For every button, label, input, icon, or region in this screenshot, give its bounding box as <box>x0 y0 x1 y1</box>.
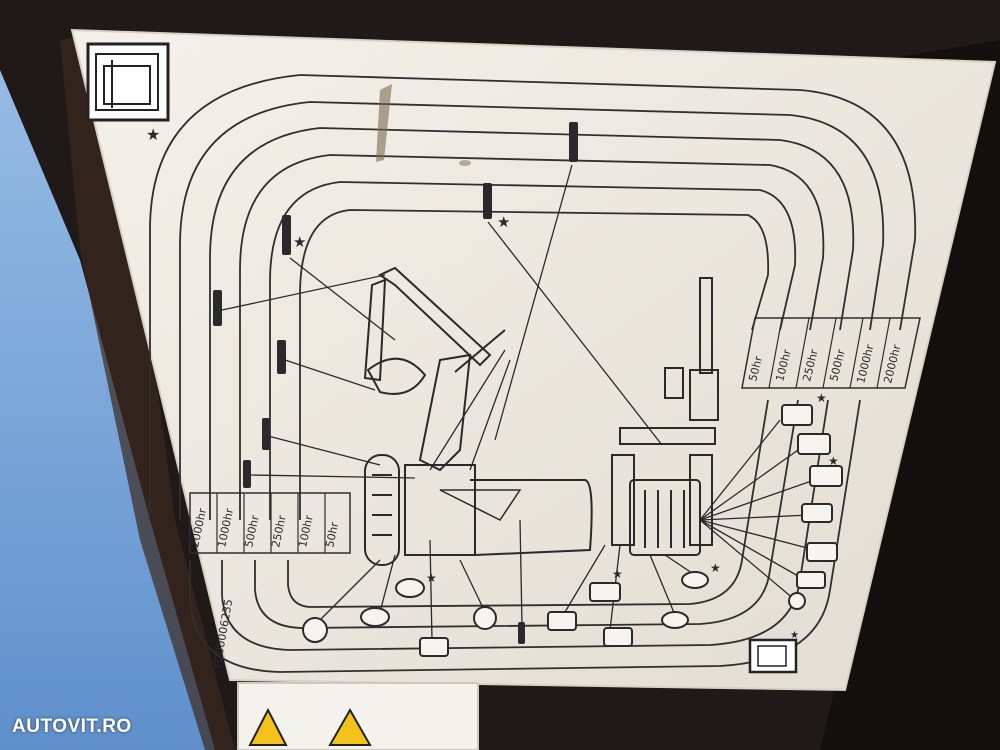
warning-triangle-icon <box>248 707 288 746</box>
left-interval-boxes <box>189 492 351 554</box>
left-interval-0: 50hr <box>323 521 341 549</box>
star-icon: ★ <box>293 233 306 251</box>
star-icon: ★ <box>828 454 839 468</box>
stain <box>459 160 471 166</box>
grease-gun-icons <box>213 122 578 644</box>
star-icon: ★ <box>497 213 510 231</box>
excavator-top-view <box>611 277 719 556</box>
interval-tracks <box>149 74 917 673</box>
star-icon: ★ <box>710 561 721 575</box>
warning-triangle-icon <box>328 707 372 746</box>
star-icon: ★ <box>816 391 827 405</box>
star-icon: ★ <box>790 630 799 641</box>
manual-book-icon <box>86 42 170 122</box>
watermark: AUTOVIT.RO <box>12 716 132 737</box>
stain <box>376 84 392 162</box>
machine-edge-rust <box>60 30 235 750</box>
excavator-side-view <box>363 266 593 566</box>
star-icon: ★ <box>426 571 437 585</box>
right-interval-0: 50hr <box>746 354 765 382</box>
oil-can-icons <box>302 404 843 657</box>
right-interval-boxes <box>741 317 921 389</box>
manual-book-icon <box>748 638 798 674</box>
star-icon: ★ <box>612 567 623 581</box>
star-icon: ★ <box>146 125 160 144</box>
